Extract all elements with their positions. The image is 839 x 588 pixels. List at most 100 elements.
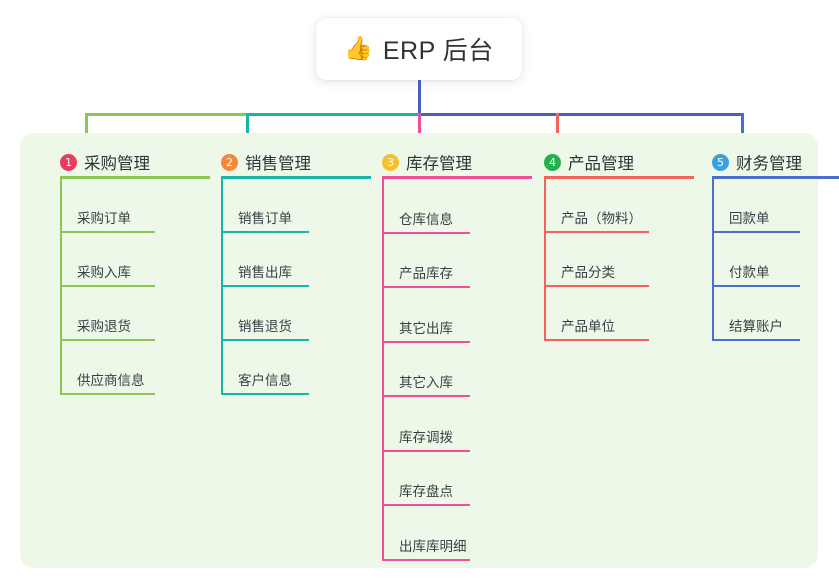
branch-column-1: 1 采购管理采购订单采购入库采购退货供应商信息 [40,145,210,395]
leaf-item[interactable]: 库存盘点 [382,452,472,506]
leaf-label: 产品库存 [399,266,453,281]
branch-underline-4 [544,176,694,179]
branch-underline-5 [712,176,839,179]
leaf-label: 产品分类 [561,265,615,280]
leaf-item[interactable]: 出库库明细 [382,506,472,561]
branch-title-4: 产品管理 [568,155,634,173]
leaf-label: 库存调拨 [399,429,453,445]
leaf-item[interactable]: 回款单 [712,179,802,233]
branch-stub-3 [418,113,421,145]
branch-spine-2 [221,179,223,395]
leaf-item[interactable]: 销售出库 [221,233,311,287]
leaf-underline [712,231,800,233]
leaf-item[interactable]: 仓库信息 [382,179,472,234]
leaf-underline [382,340,470,343]
bus-segment-mid [246,113,418,116]
leaf-item[interactable]: 采购订单 [60,179,155,233]
leaf-label: 供应商信息 [77,373,145,388]
leaf-label: 出库库明细 [399,538,467,554]
branch-header-1[interactable]: 1 采购管理 [40,145,210,179]
leaf-underline [382,286,470,288]
thumbs-up-icon: 👍 [344,35,373,62]
branch-badge-3: 3 [382,153,399,171]
branch-header-5[interactable]: 5 财务管理 [692,145,839,179]
leaf-underline [60,285,155,287]
leaf-item[interactable]: 结算账户 [712,287,802,341]
leaf-label: 采购入库 [77,265,131,280]
branch-column-3: 3 库存管理仓库信息产品库存其它出库其它入库库存调拨库存盘点出库库明细 [362,145,532,561]
branch-items-5: 回款单付款单结算账户 [712,179,802,341]
leaf-label: 客户信息 [238,373,292,388]
leaf-underline [60,393,155,395]
branch-title-1: 采购管理 [84,155,150,173]
branch-stub-5 [741,113,744,145]
branch-header-4[interactable]: 4 产品管理 [524,145,694,179]
leaf-underline [382,231,470,234]
branch-spine-3 [382,179,384,561]
leaf-label: 结算账户 [729,319,783,334]
branch-badge-5: 5 [712,153,729,171]
leaf-underline [544,231,649,233]
branch-badge-1: 1 [60,153,77,171]
bus-segment-right [418,113,744,116]
leaf-label: 销售订单 [238,211,292,226]
leaf-item[interactable]: 客户信息 [221,341,311,395]
leaf-label: 回款单 [729,211,770,226]
leaf-item[interactable]: 采购入库 [60,233,155,287]
root-stem [418,80,421,116]
leaf-label: 销售退货 [238,319,292,334]
leaf-item[interactable]: 产品（物料） [544,179,649,233]
leaf-underline [382,504,470,506]
leaf-item[interactable]: 产品库存 [382,234,472,288]
branch-spine-1 [60,179,62,395]
leaf-label: 仓库信息 [399,211,453,227]
leaf-item[interactable]: 供应商信息 [60,341,155,395]
leaf-label: 采购订单 [77,211,131,226]
branch-title-5: 财务管理 [736,155,802,173]
branch-items-2: 销售订单销售出库销售退货客户信息 [221,179,311,395]
branch-header-3[interactable]: 3 库存管理 [362,145,532,179]
root-node[interactable]: 👍 ERP 后台 [316,18,522,80]
leaf-item[interactable]: 产品分类 [544,233,649,287]
branch-items-3: 仓库信息产品库存其它出库其它入库库存调拨库存盘点出库库明细 [382,179,472,561]
leaf-underline [221,339,309,341]
leaf-item[interactable]: 销售订单 [221,179,311,233]
branch-column-4: 4 产品管理产品（物料） 产品分类产品单位 [524,145,694,341]
leaf-label: 产品（物料） [561,211,642,226]
leaf-item[interactable]: 产品单位 [544,287,649,341]
leaf-underline [221,231,309,233]
leaf-underline [221,285,309,287]
branch-title-2: 销售管理 [245,155,311,173]
leaf-item[interactable]: 其它入库 [382,343,472,397]
leaf-underline [382,449,470,452]
leaf-label: 其它入库 [399,375,453,390]
leaf-item[interactable]: 采购退货 [60,287,155,341]
leaf-underline [382,395,470,397]
leaf-underline [712,285,800,287]
leaf-label: 采购退货 [77,319,131,334]
branch-spine-5 [712,179,714,341]
branch-title-3: 库存管理 [406,155,472,173]
leaf-label: 库存盘点 [399,484,453,499]
leaf-item[interactable]: 付款单 [712,233,802,287]
branch-items-1: 采购订单采购入库采购退货供应商信息 [60,179,155,395]
leaf-underline [382,558,470,561]
leaf-underline [60,231,155,233]
leaf-underline [221,393,309,395]
branch-underline-3 [382,176,532,179]
branches-panel [20,133,818,568]
bus-segment-left [85,113,249,116]
leaf-item[interactable]: 库存调拨 [382,397,472,452]
leaf-label: 产品单位 [561,319,615,334]
leaf-item[interactable]: 其它出库 [382,288,472,343]
leaf-underline [712,339,800,341]
leaf-item[interactable]: 销售退货 [221,287,311,341]
branch-badge-4: 4 [544,153,561,171]
branch-spine-4 [544,179,546,341]
branch-stub-4 [556,113,559,145]
branch-column-5: 5 财务管理回款单付款单结算账户 [692,145,839,341]
leaf-underline [544,339,649,341]
